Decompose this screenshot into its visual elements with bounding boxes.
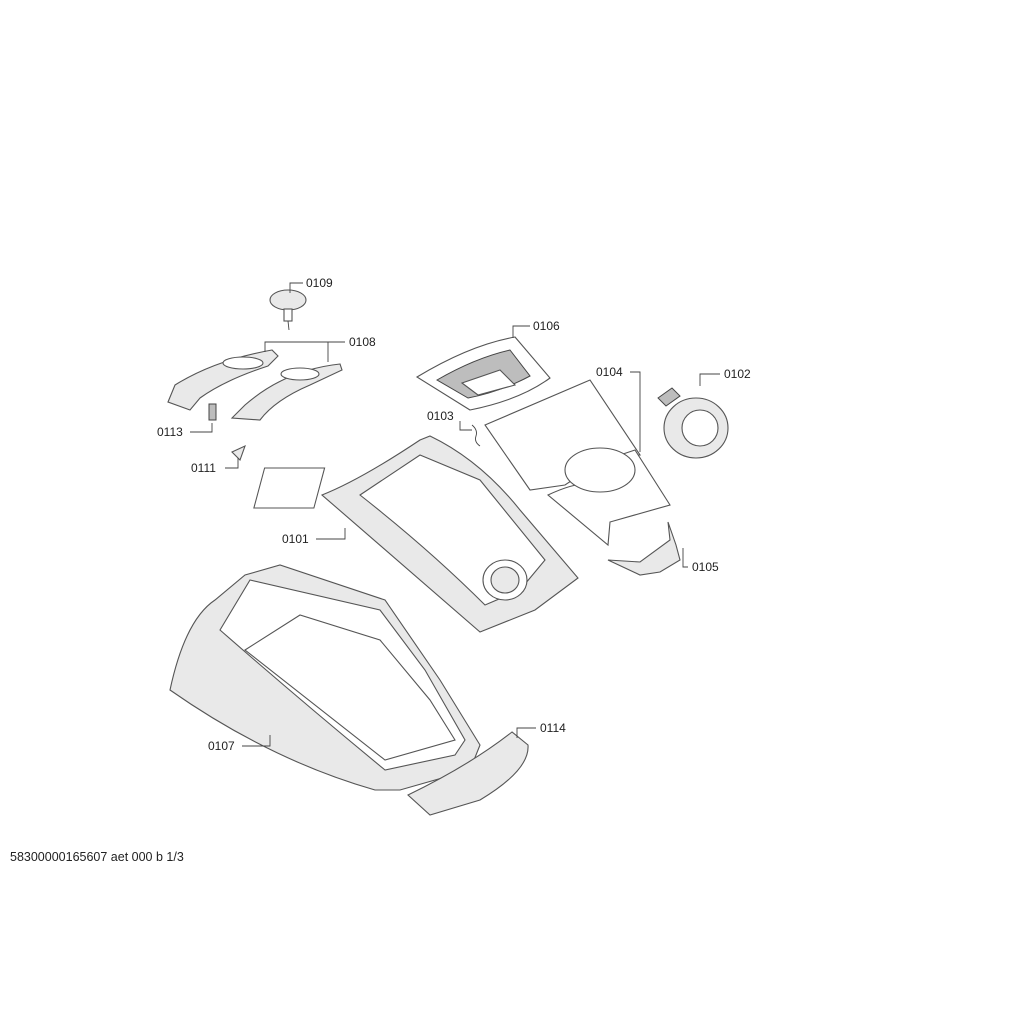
label-0104: 0104 [596, 365, 623, 379]
part-0101-upper-housing[interactable] [253, 435, 579, 633]
label-0113: 0113 [157, 425, 183, 439]
part-0107-lower-housing[interactable] [169, 564, 481, 791]
label-0111: 0111 [191, 461, 216, 475]
diagram-reference-number: 58300000165607 aet 000 b 1/3 [10, 850, 184, 864]
part-0111-clip[interactable] [231, 444, 246, 462]
label-0102: 0102 [724, 367, 751, 381]
part-0113-spring[interactable] [208, 403, 217, 421]
label-0108: 0108 [349, 335, 376, 349]
part-0104-filters[interactable] [484, 379, 671, 547]
part-0109-knob[interactable] [269, 289, 307, 331]
label-0107: 0107 [208, 739, 235, 753]
part-0108-covers[interactable] [167, 349, 343, 421]
label-0106: 0106 [533, 319, 560, 333]
label-0105: 0105 [692, 560, 719, 574]
label-0109: 0109 [306, 276, 333, 290]
label-0101: 0101 [282, 532, 309, 546]
leader-lines [190, 282, 720, 747]
part-0103-spring[interactable] [471, 424, 481, 447]
part-0114-handle-cover[interactable] [407, 731, 529, 816]
part-0106-grille[interactable] [415, 336, 551, 411]
label-0114: 0114 [540, 721, 566, 735]
part-0105-bracket[interactable] [607, 521, 681, 576]
part-0102-ring[interactable] [657, 387, 729, 459]
label-0103: 0103 [427, 409, 454, 423]
